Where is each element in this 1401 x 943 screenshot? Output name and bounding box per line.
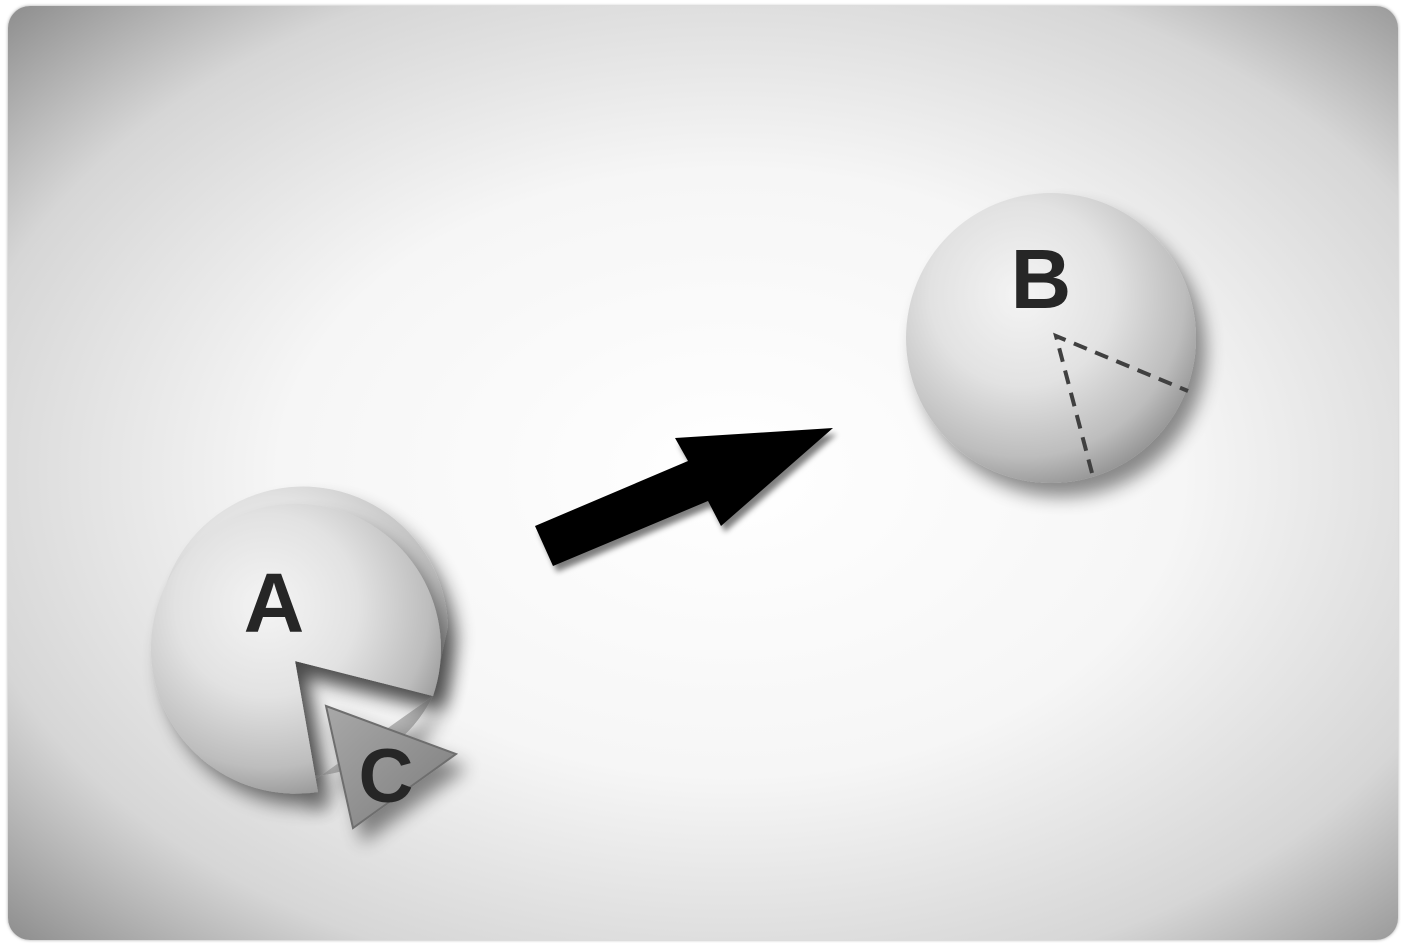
label-a: A xyxy=(244,556,305,650)
sphere-a-shape xyxy=(150,503,441,794)
diagram-canvas: A B C xyxy=(8,6,1398,940)
arrow-right-up-icon xyxy=(535,428,833,566)
label-c: C xyxy=(359,734,414,819)
diagram-svg: A B C xyxy=(8,6,1398,940)
sphere-b xyxy=(906,193,1196,483)
sphere-b-dashed-wedge xyxy=(1053,332,1189,474)
label-b: B xyxy=(1011,232,1072,326)
wedge-c xyxy=(324,704,459,830)
